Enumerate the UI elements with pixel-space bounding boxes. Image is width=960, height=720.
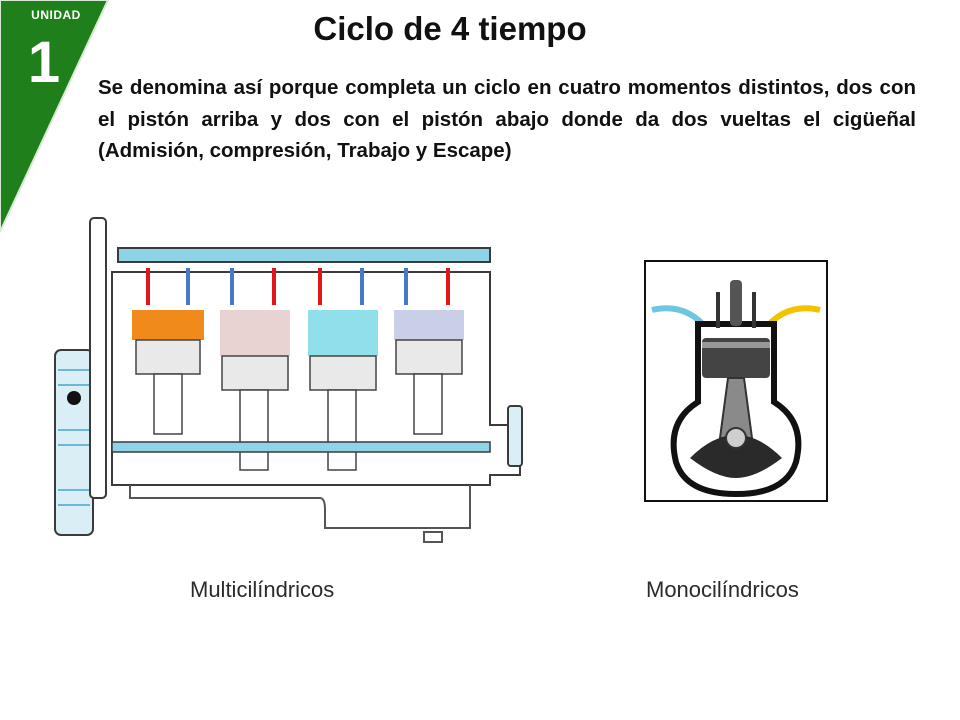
multi-cylinder-engine-diagram [54, 217, 523, 543]
caption-monocylinder: Monocilíndricos [646, 577, 799, 602]
single-cylinder-engine-diagram [651, 280, 821, 498]
caption-multicylinder: Multicilíndricos [190, 577, 335, 602]
unit-badge-shape [0, 0, 110, 233]
page-title: Ciclo de 4 tiempo [313, 10, 587, 47]
unit-badge-label: UNIDAD [31, 8, 81, 22]
description-paragraph: Se denomina así porque completa un ciclo… [98, 76, 916, 162]
unit-badge-number: 1 [27, 30, 61, 95]
single-cylinder-frame [644, 260, 828, 502]
